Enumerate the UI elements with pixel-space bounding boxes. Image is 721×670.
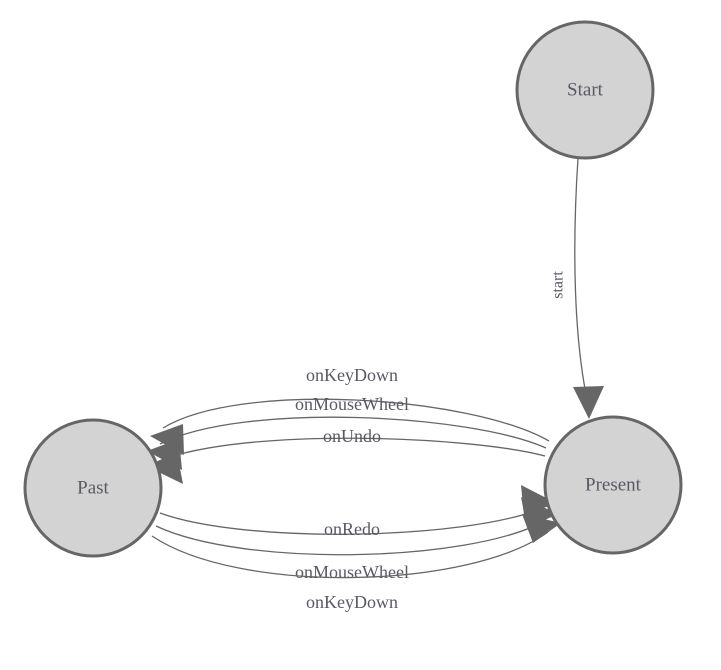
node-past-label: Past	[77, 477, 109, 498]
edge-label-present-to-past-onmousewheel: onMouseWheel	[295, 394, 409, 414]
edge-label-present-to-past-onundo: onUndo	[323, 426, 381, 446]
edge-start-to-present-arrowhead	[573, 386, 604, 419]
node-past[interactable]: Past	[23, 418, 163, 558]
node-present[interactable]: Present	[543, 415, 683, 555]
edge-label-past-to-present-onmousewheel: onMouseWheel	[295, 562, 409, 582]
edge-past-to-present-onkeydown-path	[151, 531, 549, 579]
node-start[interactable]: Start	[515, 20, 655, 160]
edge-past-to-present-onmousewheel-path	[155, 520, 546, 556]
edge-start-to-present-path	[574, 157, 589, 405]
node-start-label: Start	[567, 79, 604, 100]
edge-past-to-present-onmousewheel[interactable]: onMouseWheel	[155, 497, 558, 582]
edge-past-to-present-onkeydown-arrowhead	[522, 514, 561, 543]
edge-label-past-to-present-onkeydown: onKeyDown	[306, 592, 398, 612]
edge-label-start: start	[550, 271, 567, 299]
edge-start-to-present[interactable]: start	[550, 157, 604, 419]
node-past-circle	[23, 418, 163, 558]
node-present-circle	[543, 415, 683, 555]
edge-past-to-present-onkeydown[interactable]: onKeyDown	[151, 514, 561, 612]
edge-present-to-past-onundo-path	[158, 437, 546, 462]
edge-label-present-to-past-onkeydown: onKeyDown	[306, 365, 398, 385]
node-present-label: Present	[585, 474, 642, 495]
edge-present-to-past-onundo-arrowhead	[146, 453, 183, 484]
edge-label-past-to-present-onredo: onRedo	[324, 519, 380, 539]
edge-present-to-past-onkeydown-path	[162, 398, 550, 442]
edge-present-to-past-onundo[interactable]: onUndo	[146, 426, 546, 484]
edge-present-to-past-onmousewheel-path	[159, 416, 547, 449]
node-start-circle	[515, 20, 655, 160]
edge-past-to-present-onredo[interactable]: onRedo	[159, 485, 556, 539]
edge-past-to-present-onredo-path	[159, 507, 544, 535]
